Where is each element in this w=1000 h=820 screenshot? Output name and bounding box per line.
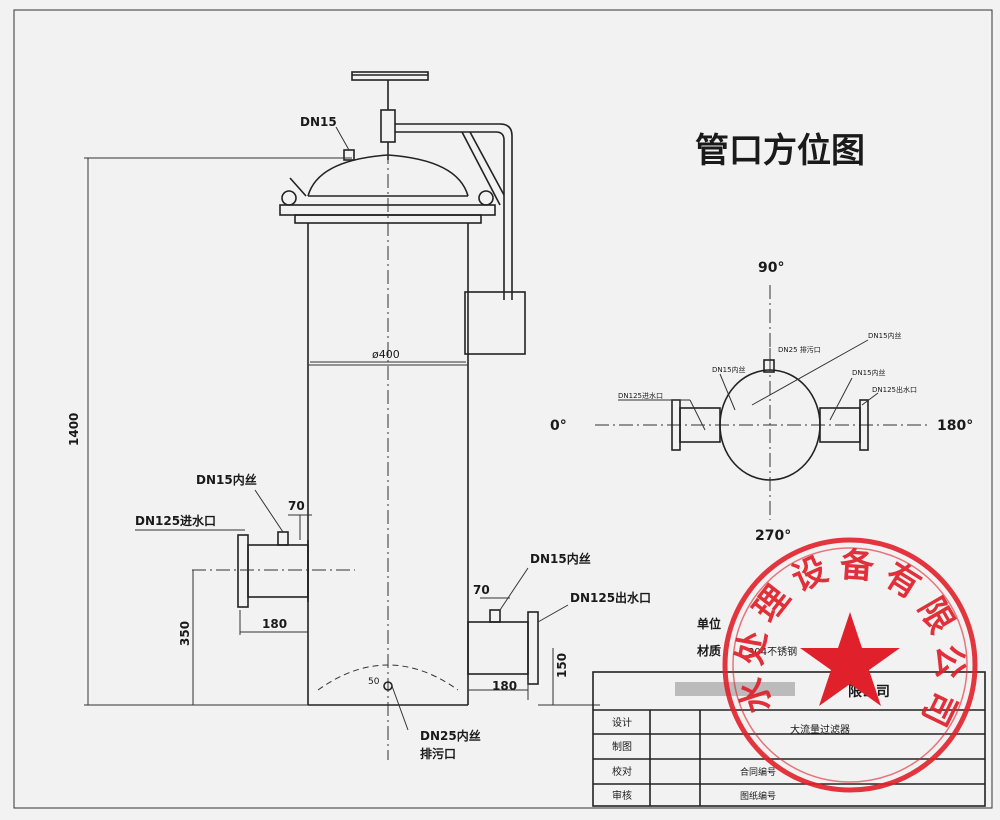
label-dn25-drain: DN25内丝 — [420, 728, 481, 743]
dim-180-left: 180 — [262, 617, 287, 631]
dim-50: 50 — [368, 677, 380, 687]
svg-text:处: 处 — [730, 628, 775, 669]
angle-270: 270° — [755, 528, 791, 544]
dim-diameter: ø400 — [372, 348, 400, 361]
tb-check: 校对 — [612, 765, 632, 778]
dim-150: 150 — [555, 653, 569, 678]
tb-draw: 制图 — [612, 740, 632, 753]
angle-90: 90° — [758, 260, 784, 276]
tag-dn15-left: DN15内丝 — [712, 365, 746, 374]
orientation-plan — [595, 285, 930, 520]
tb-product: 大流量过滤器 — [790, 723, 850, 736]
note-material-value: 304不锈钢 — [748, 645, 797, 658]
tb-contract: 合同编号 — [740, 766, 776, 778]
label-dn125-outlet: DN125出水口 — [570, 590, 651, 605]
tag-dn15-right: DN15内丝 — [852, 368, 886, 377]
dim-180-right: 180 — [492, 679, 517, 693]
tag-center: DN15内丝 — [868, 331, 902, 340]
drawing-title: 管口方位图 — [695, 131, 865, 171]
tb-design: 设计 — [612, 716, 632, 729]
note-unit: 单位 — [697, 616, 721, 631]
label-drain-outlet: 排污口 — [420, 746, 456, 761]
svg-text:备: 备 — [839, 545, 877, 587]
label-dn15-top: DN15 — [300, 115, 337, 129]
label-dn125-inlet: DN125进水口 — [135, 513, 216, 528]
angle-0: 0° — [550, 418, 567, 434]
dim-70-left: 70 — [288, 499, 305, 513]
label-dn15-inner-right: DN15内丝 — [530, 551, 591, 566]
dim-70-right: 70 — [473, 583, 490, 597]
drawing-border — [13, 9, 993, 809]
vessel-elevation — [192, 71, 539, 760]
dim-height: 1400 — [67, 413, 81, 446]
angle-180: 180° — [937, 418, 973, 434]
svg-text:公: 公 — [928, 644, 969, 679]
tag-inlet: DN125进水口 — [618, 391, 663, 400]
note-material: 材质 — [696, 643, 721, 658]
tag-outlet: DN125出水口 — [872, 385, 917, 394]
dim-350: 350 — [178, 621, 192, 646]
dimension-lines — [84, 157, 600, 706]
tb-review: 审核 — [612, 789, 632, 802]
tag-top: DN25 排污口 — [778, 345, 821, 354]
tb-drawing-no: 图纸编号 — [740, 790, 776, 802]
label-dn15-inner-left: DN15内丝 — [196, 472, 257, 487]
